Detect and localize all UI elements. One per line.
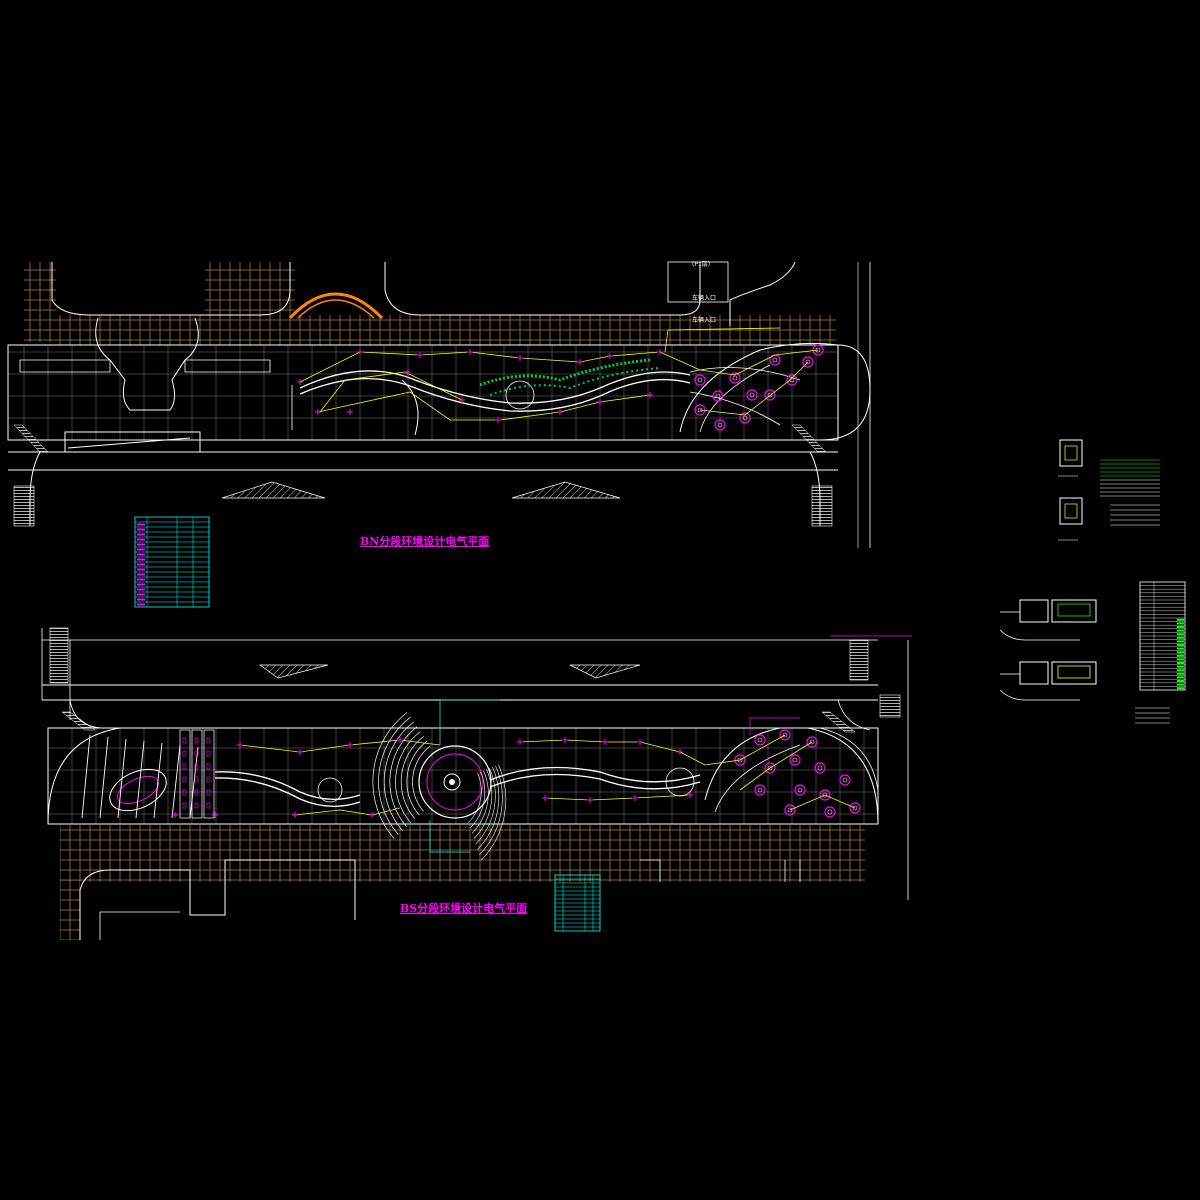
detail-blocks — [999, 439, 1186, 724]
bn-entry-label-2: 车辆入口 — [692, 317, 717, 324]
bn-plan-title: BN分段环境设计电气平面 — [360, 535, 490, 548]
bn-plan — [7, 261, 871, 608]
bn-top-note: (P1层) — [692, 261, 711, 268]
bn-entry-label-1: 车辆入口 — [692, 295, 717, 302]
bs-plan-title: BS分段环境设计电气平面 — [400, 902, 528, 915]
bs-plan — [41, 627, 912, 940]
